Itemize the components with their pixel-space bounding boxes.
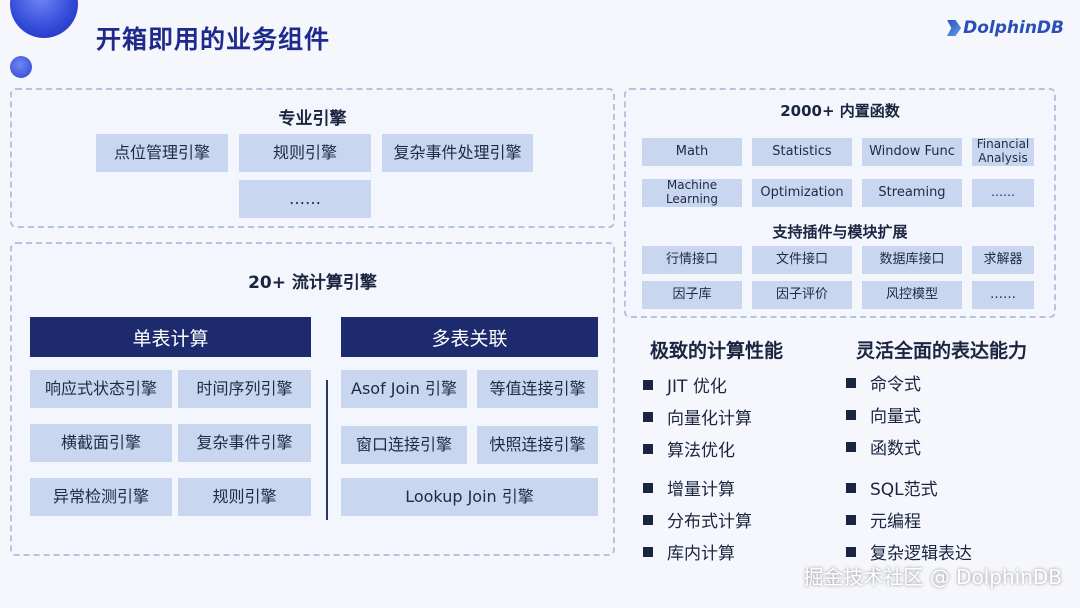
expressiveness-item: 向量式 xyxy=(846,402,921,427)
decorative-circle-large xyxy=(10,0,78,38)
plugin-risk-model: 风控模型 xyxy=(862,281,962,309)
plugins-title: 支持插件与模块扩展 xyxy=(772,223,908,241)
performance-item: JIT 优化 xyxy=(643,372,727,397)
functions-title: 2000+ 内置函数 xyxy=(780,102,900,120)
performance-item-label: 库内计算 xyxy=(667,544,735,564)
watermark: 掘金技术社区 @ DolphinDB xyxy=(803,565,1062,589)
plugin-file: 文件接口 xyxy=(752,246,852,274)
expressiveness-item-label: 向量式 xyxy=(870,407,921,427)
bullet-square-icon xyxy=(846,441,856,452)
engine-more: …… xyxy=(239,180,371,218)
single-table-header: 单表计算 xyxy=(30,317,311,357)
performance-item-label: JIT 优化 xyxy=(667,377,727,397)
performance-item-label: 向量化计算 xyxy=(667,409,752,429)
bullet-square-icon xyxy=(846,409,856,420)
function-math: Math xyxy=(642,138,742,166)
bullet-square-icon xyxy=(643,514,653,525)
multi-table-header: 多表关联 xyxy=(341,317,598,357)
engine-equi-join: 等值连接引擎 xyxy=(477,370,598,408)
bullet-square-icon xyxy=(846,546,856,557)
performance-title: 极致的计算性能 xyxy=(650,340,784,362)
plugin-factor-library: 因子库 xyxy=(642,281,742,309)
bullet-square-icon xyxy=(643,546,653,557)
engine-lookup-join: Lookup Join 引擎 xyxy=(341,478,598,516)
plugin-more: …… xyxy=(972,281,1034,309)
engine-complex-event: 复杂事件引擎 xyxy=(178,424,311,462)
performance-item: 向量化计算 xyxy=(643,404,752,429)
engine-reactive-state: 响应式状态引擎 xyxy=(30,370,172,408)
bullet-square-icon xyxy=(643,482,653,493)
engine-point-management: 点位管理引擎 xyxy=(96,134,228,172)
expressiveness-item-label: 命令式 xyxy=(870,375,921,395)
performance-item: 分布式计算 xyxy=(643,507,752,532)
bullet-square-icon xyxy=(643,443,653,454)
decorative-circle-small xyxy=(10,56,32,78)
expressiveness-item: SQL范式 xyxy=(846,475,938,500)
dolphindb-logo: DolphinDB xyxy=(947,18,1064,38)
plugin-market-data: 行情接口 xyxy=(642,246,742,274)
expressiveness-item-label: SQL范式 xyxy=(870,480,938,500)
engine-window-join: 窗口连接引擎 xyxy=(341,426,467,464)
engine-asof-join: Asof Join 引擎 xyxy=(341,370,467,408)
specialized-engines-panel: 专业引擎 点位管理引擎 规则引擎 复杂事件处理引擎 …… xyxy=(10,88,615,228)
function-window-func: Window Func xyxy=(862,138,962,166)
engine-rules: 规则引擎 xyxy=(239,134,371,172)
functions-panel: 2000+ 内置函数 Math Statistics Window Func F… xyxy=(624,88,1056,318)
page-title: 开箱即用的业务组件 xyxy=(96,25,331,54)
expressiveness-item-label: 函数式 xyxy=(870,439,921,459)
function-optimization: Optimization xyxy=(752,179,852,207)
performance-item-label: 增量计算 xyxy=(667,480,735,500)
performance-item: 算法优化 xyxy=(643,436,735,461)
function-more: …… xyxy=(972,179,1034,207)
specialized-engines-title: 专业引擎 xyxy=(278,109,347,129)
function-financial-analysis: Financial Analysis xyxy=(972,137,1034,166)
engine-snapshot-join: 快照连接引擎 xyxy=(477,426,598,464)
engine-rule: 规则引擎 xyxy=(178,478,311,516)
expressiveness-item: 函数式 xyxy=(846,434,921,459)
performance-item: 库内计算 xyxy=(643,539,735,564)
performance-item-label: 分布式计算 xyxy=(667,512,752,532)
performance-item-label: 算法优化 xyxy=(667,441,735,461)
engine-complex-event-processing: 复杂事件处理引擎 xyxy=(382,134,533,172)
expressiveness-item-label: 元编程 xyxy=(870,512,921,532)
function-statistics: Statistics xyxy=(752,138,852,166)
expressiveness-item: 元编程 xyxy=(846,507,921,532)
streaming-engines-title: 20+ 流计算引擎 xyxy=(248,273,377,293)
engine-anomaly-detection: 异常检测引擎 xyxy=(30,478,172,516)
performance-item: 增量计算 xyxy=(643,475,735,500)
bullet-square-icon xyxy=(643,379,653,390)
bullet-square-icon xyxy=(846,377,856,388)
logo-text: DolphinDB xyxy=(963,18,1064,38)
function-machine-learning: Machine Learning xyxy=(642,178,742,207)
bullet-square-icon xyxy=(846,482,856,493)
bullet-square-icon xyxy=(643,411,653,422)
column-divider xyxy=(326,380,328,520)
engine-time-series: 时间序列引擎 xyxy=(178,370,311,408)
streaming-engines-panel: 20+ 流计算引擎 单表计算 多表关联 响应式状态引擎 时间序列引擎 横截面引擎… xyxy=(10,242,615,556)
expressiveness-item-label: 复杂逻辑表达 xyxy=(870,544,972,564)
engine-cross-sectional: 横截面引擎 xyxy=(30,424,172,462)
plugin-database: 数据库接口 xyxy=(862,246,962,274)
bullet-square-icon xyxy=(846,514,856,525)
expressiveness-item: 命令式 xyxy=(846,370,921,395)
plugin-factor-evaluation: 因子评价 xyxy=(752,281,852,309)
expressiveness-item: 复杂逻辑表达 xyxy=(846,539,972,564)
function-streaming: Streaming xyxy=(862,179,962,207)
expressiveness-title: 灵活全面的表达能力 xyxy=(856,340,1028,362)
dolphin-logo-icon xyxy=(947,20,962,36)
plugin-solver: 求解器 xyxy=(972,246,1034,274)
